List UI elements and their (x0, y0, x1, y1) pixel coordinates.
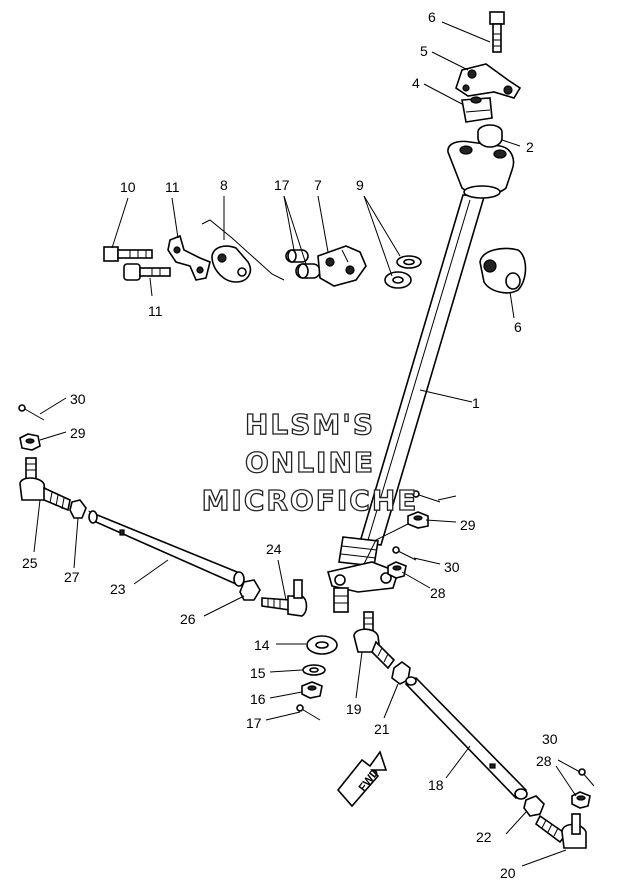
ball-joint-18 (353, 611, 396, 670)
callout-11: 11 (165, 179, 180, 195)
callout-19: 20 (500, 865, 516, 881)
callout-10: 10 (120, 179, 136, 195)
callout-27-upper: 28 (430, 585, 446, 601)
locknut-25 (239, 579, 261, 601)
tie-rod-end-19 (534, 813, 587, 849)
sleeve-12-b (295, 263, 321, 279)
steering-column (326, 140, 515, 613)
callout-29-lower: 30 (542, 731, 558, 747)
callout-28-right: 29 (460, 517, 476, 533)
callout-12: 17 (274, 177, 290, 193)
watermark: HLSM'S ONLINE MICROFICHE (201, 407, 419, 517)
callout-1: 1 (472, 395, 480, 411)
tie-rod-22 (88, 510, 245, 587)
callout-16: 17 (246, 715, 262, 731)
washer-7-b (384, 271, 412, 289)
callout-20: 21 (374, 721, 390, 737)
callout-24: 25 (22, 555, 38, 571)
washer-7-a (396, 255, 422, 269)
callout-18: 19 (346, 701, 362, 717)
cotter-pin-30-right (412, 490, 441, 503)
arm-8 (201, 219, 285, 283)
callout-15: 16 (250, 691, 266, 707)
locknut-26 (69, 499, 87, 519)
ball-joint-23 (261, 579, 308, 617)
bolt-10 (103, 246, 153, 262)
cotter-pin-29-upper (392, 546, 417, 561)
bolt-9 (123, 263, 171, 281)
castle-nut-15 (301, 681, 323, 699)
callout-28-left: 29 (70, 425, 86, 441)
clamp-6-left (317, 245, 367, 287)
castle-nut-28-left (19, 433, 41, 451)
callout-8: 8 (220, 177, 228, 193)
fwd-arrow-icon: FWD (336, 750, 388, 808)
tie-rod-end-24 (19, 457, 71, 512)
callout-6-right: 6 (514, 319, 522, 335)
callout-4: 5 (420, 43, 428, 59)
bracket-11 (167, 234, 211, 281)
watermark-line-2: ONLINE (245, 446, 375, 479)
callout-29-upper: 30 (444, 559, 460, 575)
watermark-line-1: HLSM'S (245, 408, 375, 441)
locknut-21 (523, 795, 545, 817)
callout-7: 9 (356, 177, 364, 193)
cotter-pin-16 (296, 704, 321, 721)
clamp-block-3 (461, 96, 493, 123)
callout-6-left: 7 (314, 177, 322, 193)
bolt-5 (489, 11, 505, 53)
callout-30-left: 30 (70, 391, 86, 407)
cotter-pin-29-lower (578, 768, 595, 787)
washer-14 (302, 664, 326, 676)
callout-3: 4 (412, 75, 420, 91)
bushing-cap-2 (477, 124, 503, 148)
callout-14: 15 (250, 665, 266, 681)
plate-4 (455, 63, 522, 99)
callout-9: 11 (148, 303, 163, 319)
tie-rod-17 (404, 676, 528, 800)
callout-27-lower: 28 (536, 753, 552, 769)
callout-23: 24 (266, 541, 282, 557)
callout-26: 27 (64, 569, 80, 585)
callout-21: 22 (476, 829, 492, 845)
bracket-6-right (479, 247, 527, 294)
callout-25: 26 (180, 611, 196, 627)
castle-nut-27-lower (571, 791, 591, 809)
callout-13: 14 (254, 637, 270, 653)
callout-5: 6 (428, 9, 436, 25)
callout-2: 2 (526, 139, 534, 155)
washer-13 (306, 635, 338, 655)
castle-nut-27-upper (387, 561, 407, 579)
watermark-line-3: MICROFICHE (202, 484, 419, 517)
leader-lines (33, 21, 581, 867)
callout-22: 23 (110, 581, 126, 597)
callout-17: 18 (428, 777, 444, 793)
cotter-pin-30-left (18, 404, 45, 421)
callout-labels: 6 5 4 2 6 1 10 11 8 17 7 9 11 30 29 25 2… (22, 9, 558, 881)
